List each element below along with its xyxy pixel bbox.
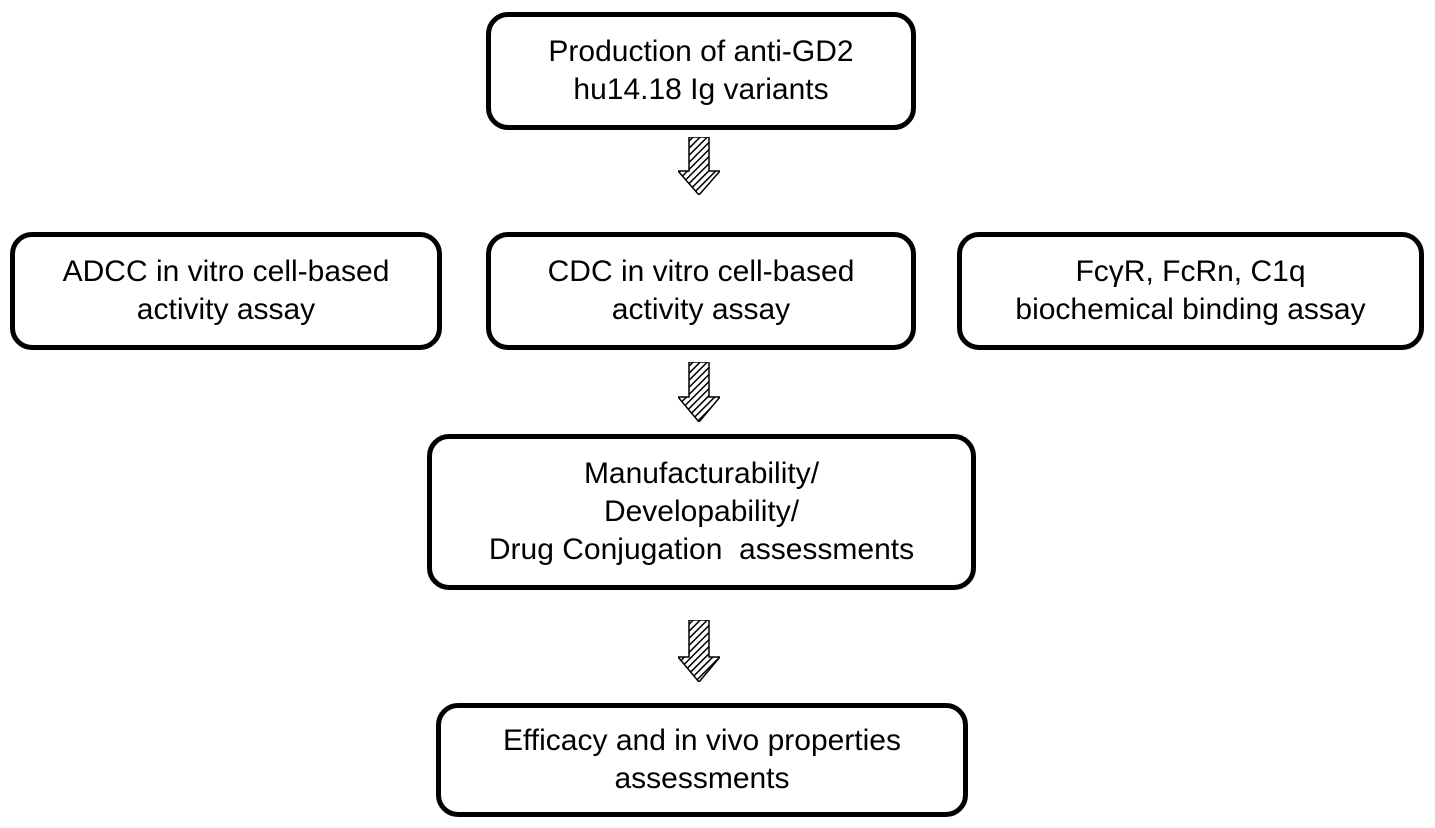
manufacturability-box: Manufacturability/ Developability/ Drug …	[427, 434, 976, 590]
production-line-1: Production of anti-GD2	[548, 33, 853, 71]
down-arrow-icon	[678, 620, 720, 682]
adcc-line-2: activity assay	[137, 291, 315, 329]
efficacy-line-2: assessments	[614, 760, 789, 798]
production-box: Production of anti-GD2 hu14.18 Ig varian…	[486, 12, 916, 130]
binding-line-2: biochemical binding assay	[1015, 291, 1365, 329]
cdc-line-1: CDC in vitro cell-based	[548, 253, 855, 291]
manufacturability-line-3: Drug Conjugation assessments	[489, 531, 914, 569]
manufacturability-line-1: Manufacturability/	[584, 455, 819, 493]
manufacturability-line-2: Developability/	[604, 493, 799, 531]
cdc-line-2: activity assay	[612, 291, 790, 329]
cdc-assay-box: CDC in vitro cell-based activity assay	[486, 232, 916, 350]
down-arrow-icon	[678, 362, 720, 422]
efficacy-box: Efficacy and in vivo properties assessme…	[436, 703, 968, 817]
adcc-assay-box: ADCC in vitro cell-based activity assay	[10, 232, 442, 350]
adcc-line-1: ADCC in vitro cell-based	[63, 253, 390, 291]
binding-line-1: FcγR, FcRn, C1q	[1075, 253, 1305, 291]
efficacy-line-1: Efficacy and in vivo properties	[503, 722, 901, 760]
down-arrow-icon	[678, 137, 720, 195]
binding-assay-box: FcγR, FcRn, C1q biochemical binding assa…	[957, 232, 1424, 350]
production-line-2: hu14.18 Ig variants	[573, 71, 828, 109]
